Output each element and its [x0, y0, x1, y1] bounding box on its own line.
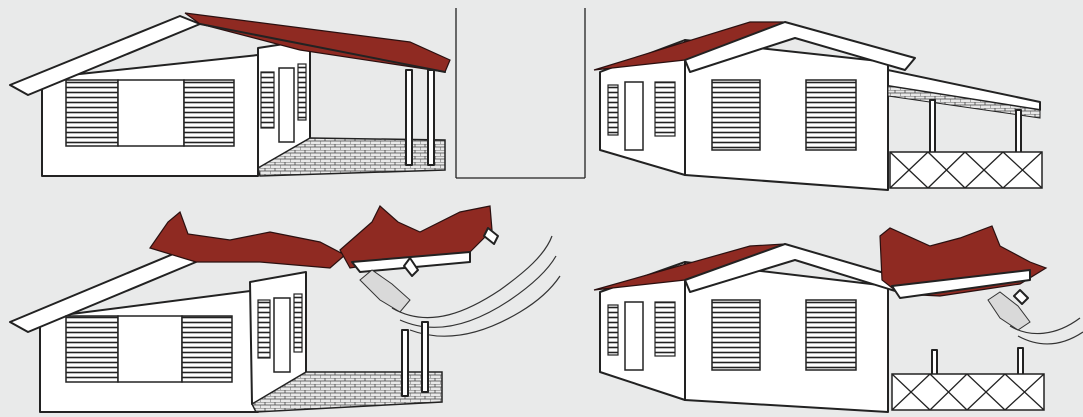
torn-porch-ceiling: [360, 270, 410, 312]
window-shutter: [184, 80, 234, 146]
side-shutter: [261, 72, 274, 128]
broken-porch-post: [422, 322, 428, 392]
side-shutter: [608, 305, 618, 355]
door: [625, 302, 643, 370]
window-opening: [118, 80, 184, 146]
debris-piece: [1014, 290, 1028, 304]
window-shutter: [712, 300, 760, 370]
door: [279, 68, 294, 142]
side-shutter: [294, 294, 302, 352]
broken-porch-post: [402, 330, 408, 396]
porch-post: [406, 70, 412, 165]
panel-house-2-damaged: [594, 226, 1083, 412]
porch-railing: [892, 374, 1044, 410]
frame-line: [456, 8, 585, 178]
side-shutter: [298, 64, 306, 120]
wind-gust-line: [1018, 332, 1083, 344]
door: [274, 298, 290, 372]
side-shutter: [655, 302, 675, 356]
window-opening: [118, 316, 182, 382]
window-shutter: [182, 316, 232, 382]
window-shutter: [806, 80, 856, 150]
side-shutter: [258, 300, 270, 358]
side-shutter: [608, 85, 618, 135]
debris-piece: [484, 228, 498, 244]
porch-post: [930, 100, 935, 155]
porch-post: [1016, 110, 1021, 155]
panel-house-2-intact: [594, 22, 1042, 190]
porch-railing: [890, 152, 1042, 188]
panel-house-1-intact: [10, 8, 585, 178]
window-shutter: [712, 80, 760, 150]
door: [625, 82, 643, 150]
window-shutter: [66, 80, 118, 146]
window-shutter: [66, 316, 118, 382]
panel-house-1-damaged: [10, 206, 560, 412]
window-shutter: [806, 300, 856, 370]
porch-post: [428, 70, 434, 165]
side-shutter: [655, 82, 675, 136]
